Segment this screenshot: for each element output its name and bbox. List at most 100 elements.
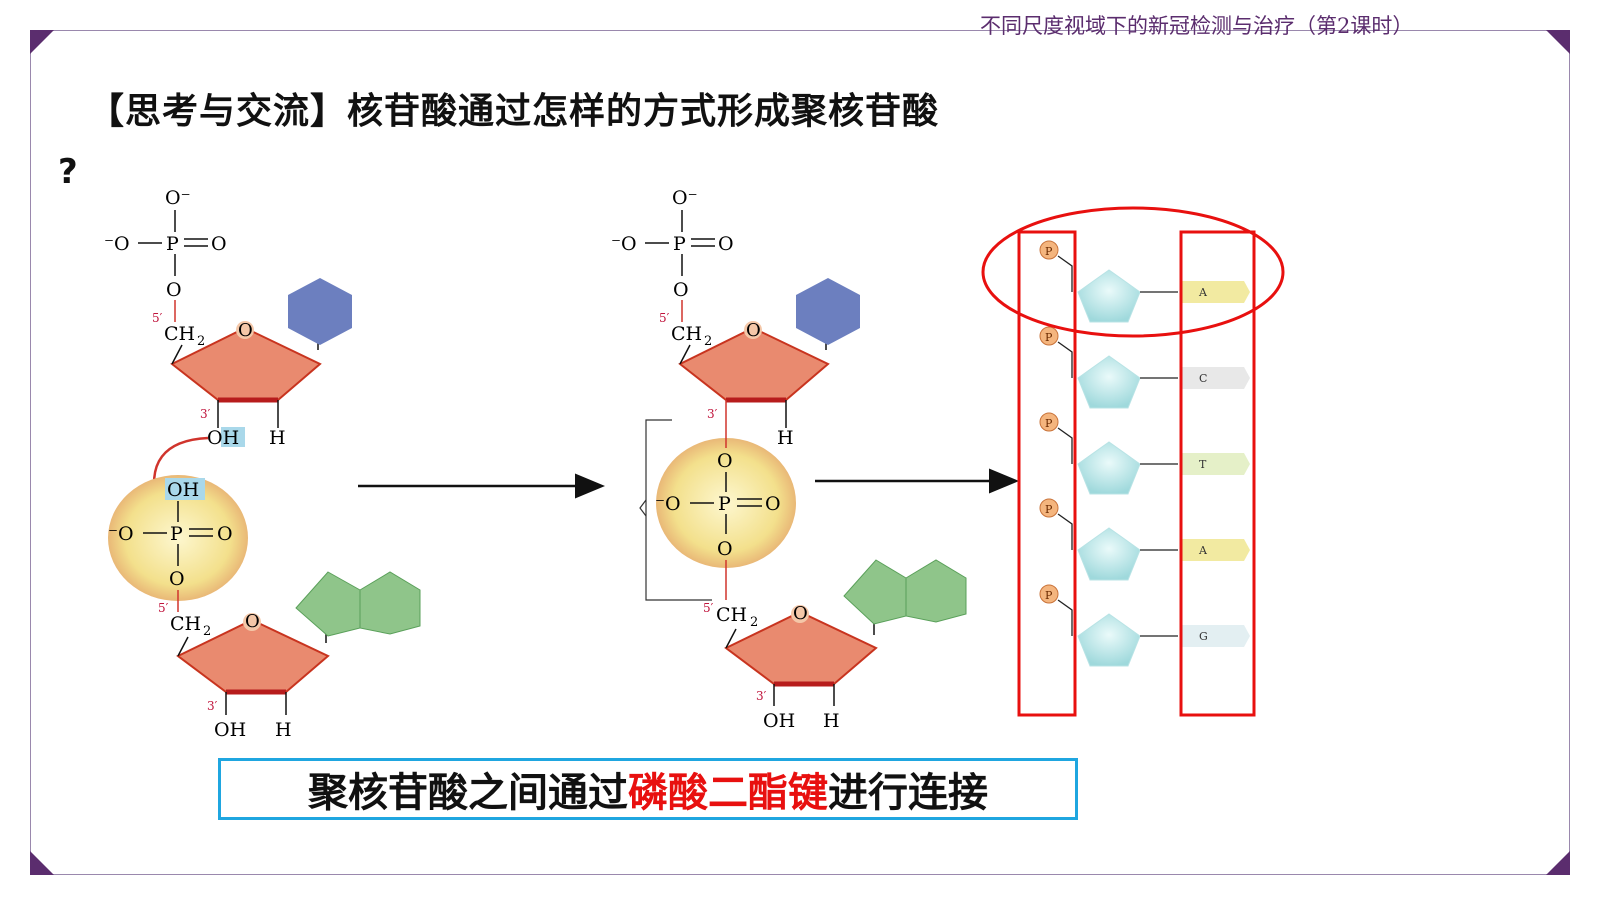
label-5prime: 5′	[158, 601, 169, 615]
label-ring-o: O	[793, 603, 808, 624]
bases-highlight-box	[1179, 230, 1256, 717]
label-h: H	[823, 710, 840, 732]
label-o: O	[169, 568, 185, 590]
label-5prime: 5′	[152, 311, 163, 325]
pyrimidine-base	[288, 278, 352, 345]
phosphate-label: P	[1045, 245, 1053, 258]
page-title: 【思考与交流】核苷酸通过怎样的方式形成聚核苷酸	[88, 91, 940, 132]
label-3prime: 3′	[756, 689, 767, 703]
base-tag	[1182, 367, 1250, 389]
corner-decoration	[30, 30, 54, 54]
base-tag	[1182, 625, 1250, 647]
phosphate-label: P	[1045, 589, 1053, 602]
slide-frame	[30, 30, 1570, 875]
sugar-ring	[1077, 613, 1141, 667]
purine-base	[295, 571, 361, 637]
deoxyribose-sugar	[724, 610, 878, 685]
label-o: O	[765, 493, 781, 515]
strand-nucleotide: PC	[1039, 326, 1250, 409]
label-p: P	[718, 493, 731, 515]
label-o-minus: O⁻	[672, 187, 698, 209]
strand-nucleotide: PA	[1039, 240, 1250, 323]
label-o: O	[717, 450, 733, 472]
label-p: P	[673, 233, 686, 255]
left-phosphate: OH ⁻O P O O	[108, 475, 248, 601]
label-o: O	[217, 523, 233, 545]
deoxyribose-sugar	[170, 326, 322, 401]
base-label: T	[1199, 458, 1207, 471]
label-ch: CH	[164, 323, 195, 345]
phosphate-highlight	[108, 475, 248, 601]
phosphate-group	[1039, 326, 1059, 346]
label-o: O	[166, 279, 182, 301]
label-sub2: 2	[197, 334, 205, 349]
label-minus-o: ⁻O	[655, 493, 681, 515]
conclusion-text-end: 进行连接	[828, 770, 988, 816]
backbone-highlight-box	[1017, 230, 1077, 717]
label-oh: OH	[214, 719, 246, 741]
phosphate-group	[1039, 498, 1059, 518]
label-sub2: 2	[750, 615, 758, 630]
middle-phosphodiester: O ⁻O P O O	[655, 400, 796, 600]
base-label: G	[1199, 630, 1208, 643]
purine-base	[843, 559, 907, 625]
nucleotide-highlight-ellipse	[981, 206, 1285, 338]
label-h: H	[275, 719, 292, 741]
sugar-ring	[1077, 441, 1141, 495]
label-oh: OH	[167, 479, 199, 501]
base-tag	[1182, 453, 1250, 475]
label-oh: OH	[207, 427, 239, 449]
base-label: A	[1198, 544, 1208, 557]
label-p: P	[166, 233, 179, 255]
label-ch: CH	[716, 604, 747, 626]
deoxyribose-sugar	[176, 618, 330, 693]
label-3prime: 3′	[707, 407, 718, 421]
strand-nucleotide: PT	[1039, 412, 1250, 495]
conclusion-highlight: 磷酸二酯键	[628, 770, 828, 816]
pyrimidine-base	[796, 278, 860, 345]
middle-dinucleotide-top: O⁻ ⁻O P O O 5′ CH 2 O 3′ H	[611, 187, 860, 449]
label-p: P	[170, 523, 183, 545]
label-o: O	[717, 538, 733, 560]
label-3prime: 3′	[200, 407, 211, 421]
label-o-minus: O⁻	[165, 187, 191, 209]
phosphate-group	[1039, 240, 1059, 260]
base-tag	[1182, 281, 1250, 303]
label-ch: CH	[170, 613, 201, 635]
label-minus-o: ⁻O	[611, 233, 637, 255]
label-ring-o: O	[245, 611, 260, 632]
label-oh: OH	[763, 710, 795, 732]
base-tag	[1182, 539, 1250, 561]
corner-decoration	[30, 851, 54, 875]
conclusion-text: 聚核苷酸之间通过	[308, 770, 628, 816]
label-minus-o: ⁻O	[104, 233, 130, 255]
label-3prime: 3′	[207, 699, 218, 713]
label-sub2: 2	[203, 624, 211, 639]
bond-bracket	[645, 419, 712, 601]
sugar-ring	[1077, 527, 1141, 581]
label-minus-o: ⁻O	[108, 523, 134, 545]
label-h: H	[777, 427, 794, 449]
deoxyribose-sugar	[678, 326, 830, 401]
phosphate-label: P	[1045, 331, 1053, 344]
sugar-ring	[1077, 269, 1141, 323]
label-o: O	[718, 233, 734, 255]
corner-decoration	[1546, 851, 1570, 875]
label-5prime: 5′	[659, 311, 670, 325]
label-o: O	[673, 279, 689, 301]
label-o: O	[211, 233, 227, 255]
base-label: C	[1199, 372, 1207, 385]
left-nucleotide-bottom: 5′ CH 2 O 3′ OH H	[158, 571, 421, 741]
phosphate-group	[1039, 584, 1059, 604]
label-ch: CH	[671, 323, 702, 345]
label-5prime: 5′	[703, 601, 714, 615]
base-label: A	[1198, 286, 1208, 299]
corner-decoration	[1546, 30, 1570, 54]
question-mark: ?	[58, 152, 78, 192]
strand-nucleotide: PA	[1039, 498, 1250, 581]
course-subtitle: 不同尺度视域下的新冠检测与治疗（第2课时）	[980, 14, 1414, 38]
phosphate-label: P	[1045, 417, 1053, 430]
sugar-ring	[1077, 355, 1141, 409]
